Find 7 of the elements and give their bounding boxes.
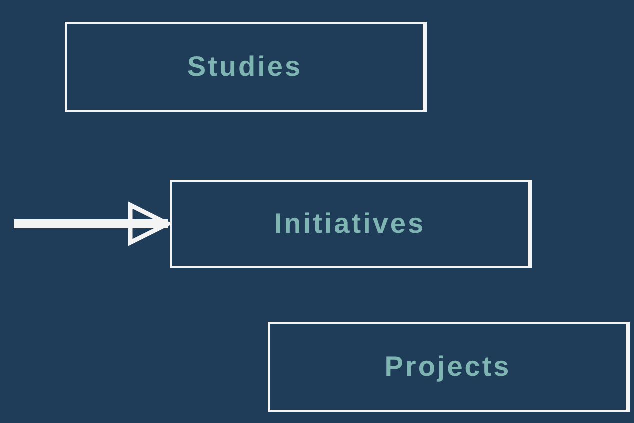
box-label: Studies (187, 51, 303, 83)
text-box (65, 22, 427, 112)
arrow (14, 203, 170, 245)
text-box (170, 180, 532, 268)
text-box (268, 322, 630, 412)
box-label: Initiatives (274, 208, 426, 240)
box-label: Projects (384, 351, 512, 383)
